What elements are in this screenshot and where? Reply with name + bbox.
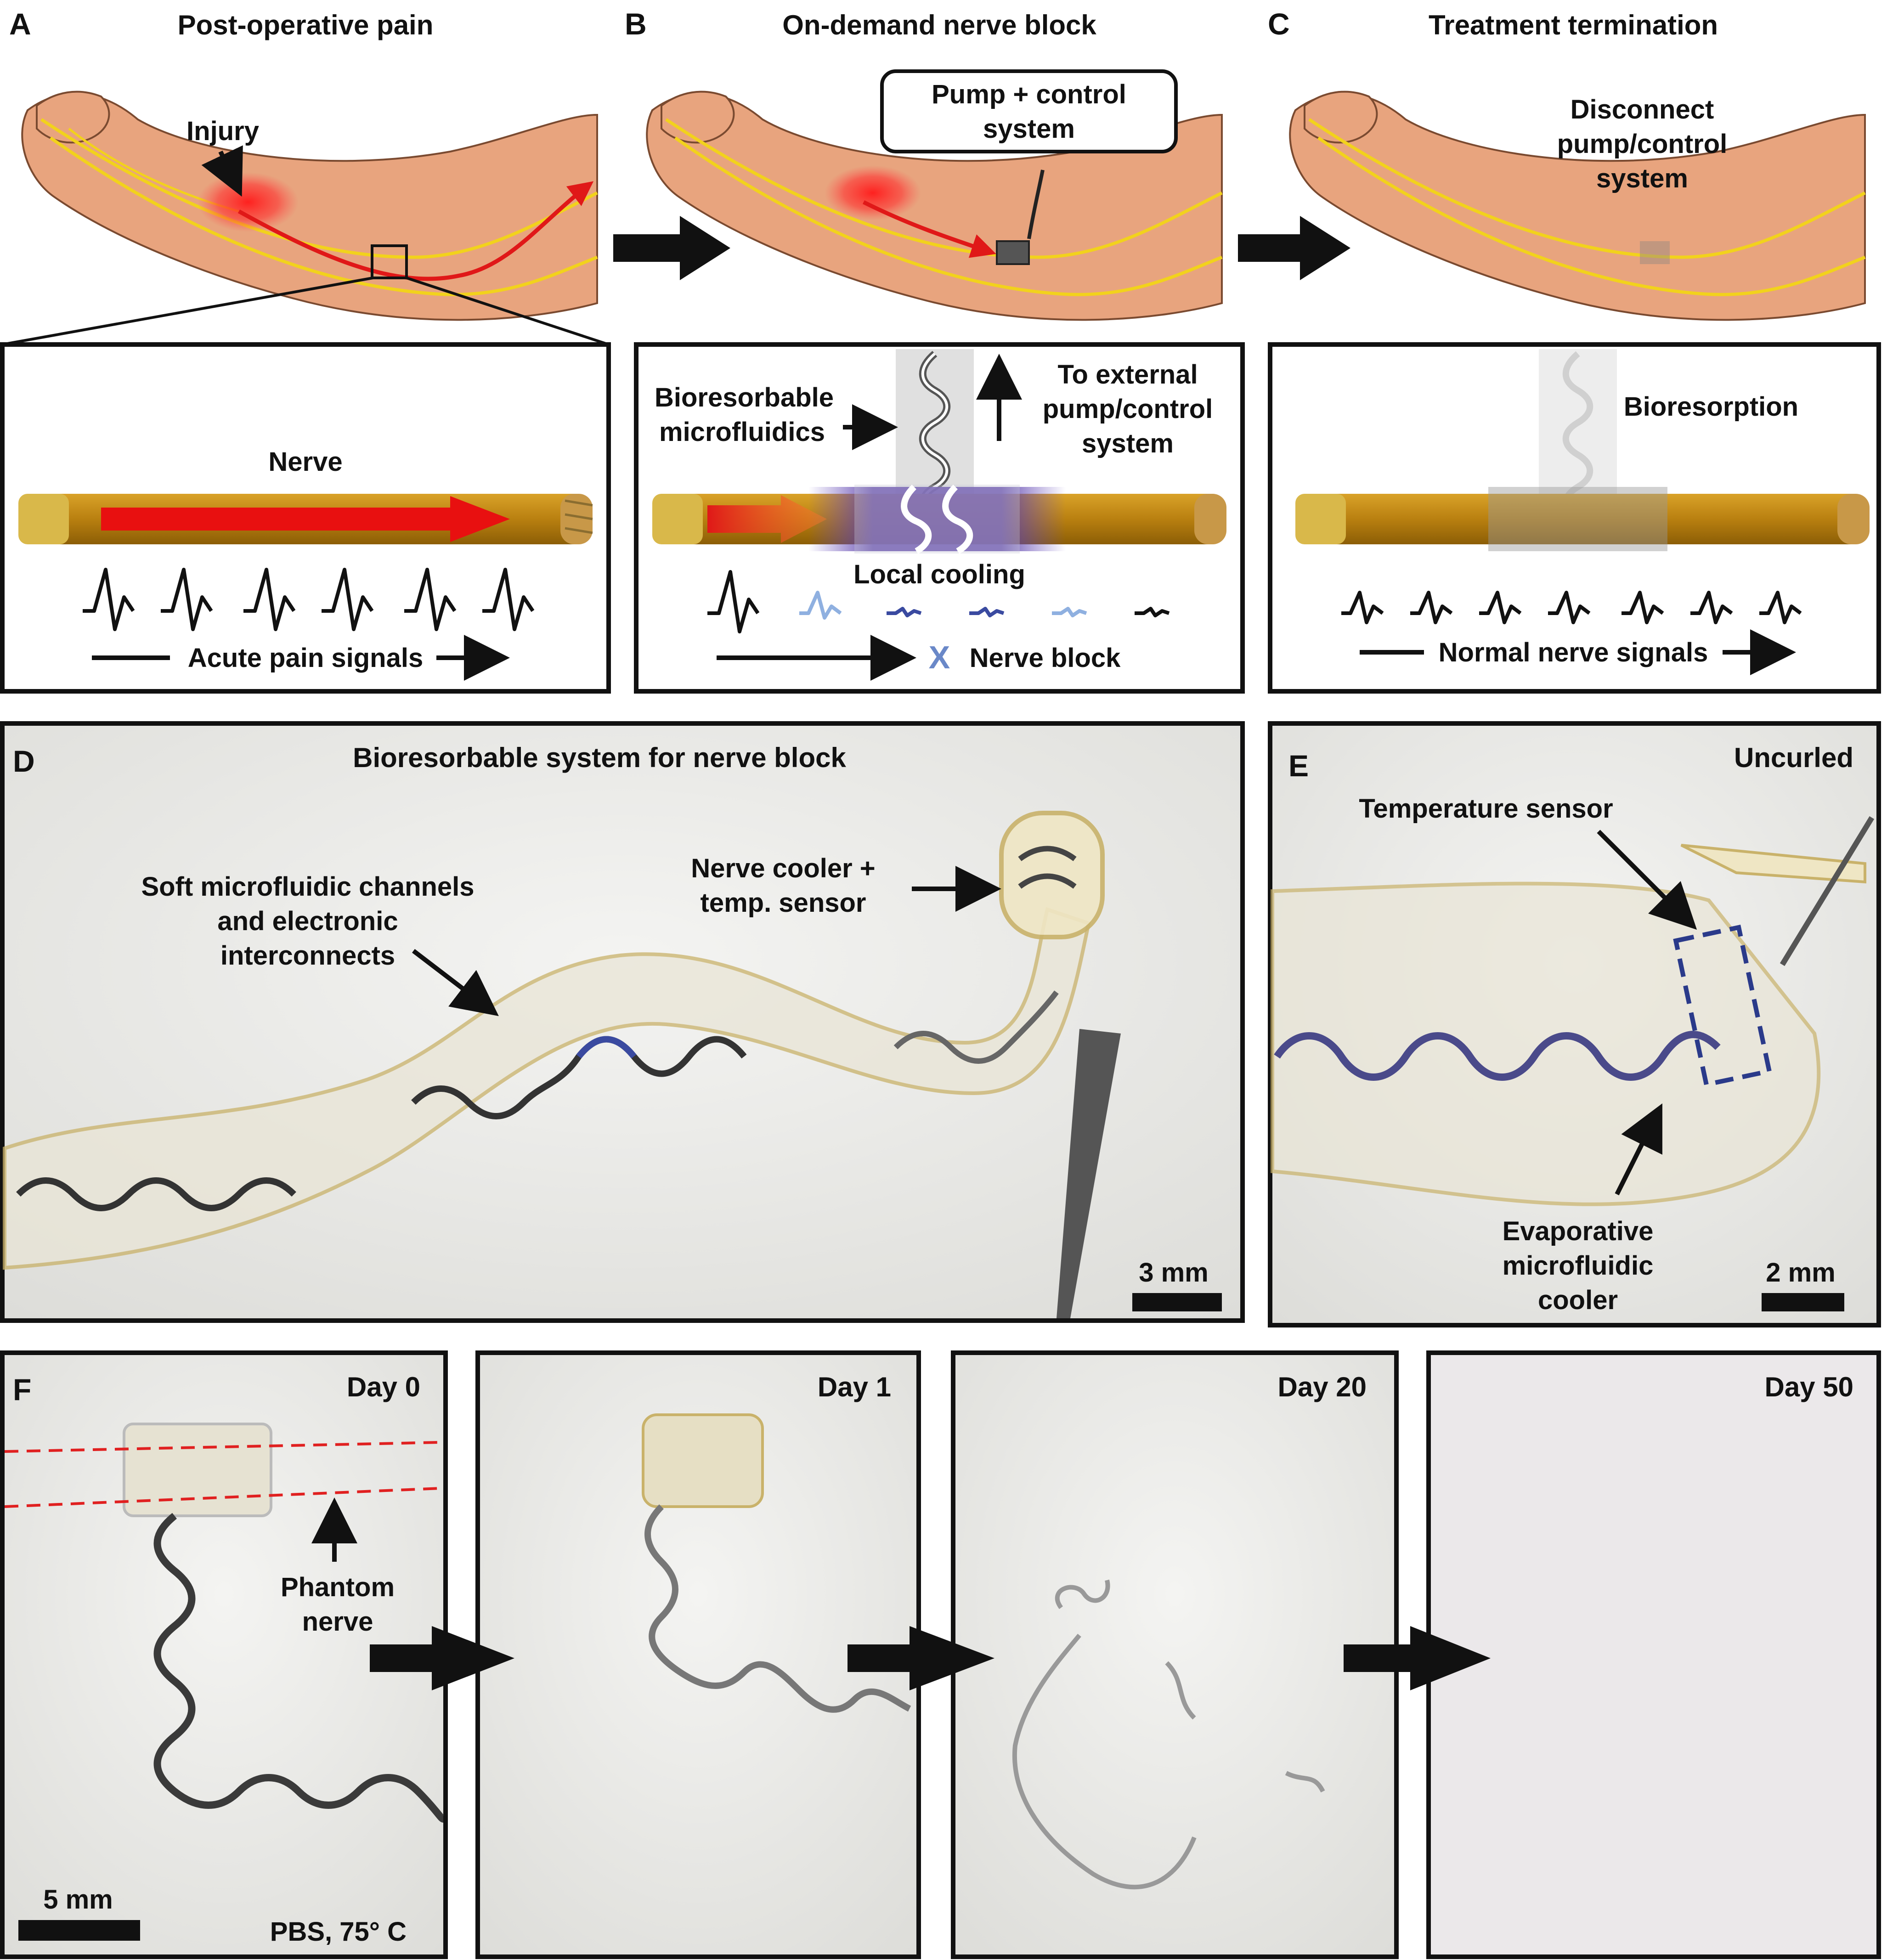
panel-f-day50-photo <box>1426 1350 1881 1959</box>
injury-arrow <box>201 145 243 197</box>
day1-label: Day 1 <box>818 1372 891 1402</box>
normal-signals-c <box>1341 591 1802 624</box>
panel-d-letter: D <box>13 744 35 778</box>
arrow-day20-day50 <box>1344 1626 1491 1690</box>
day0-label: Day 0 <box>347 1372 420 1402</box>
panel-e-title: Uncurled <box>1734 742 1853 773</box>
injury-label: Injury <box>186 116 259 146</box>
normal-signals-label: Normal nerve signals <box>1439 638 1708 667</box>
pump-label-line2: system <box>983 114 1075 144</box>
temp-sensor-highlight <box>1673 925 1772 1087</box>
day50-label: Day 50 <box>1765 1372 1853 1402</box>
panel-d: D Bioresorbable system for nerve block S… <box>0 721 1245 1323</box>
panel-f-letter: F <box>13 1373 31 1406</box>
evap-cooler-line2: microfluidic <box>1503 1251 1654 1281</box>
nerve-bundle-c <box>1295 487 1870 551</box>
scale-label-f: 5 mm <box>43 1885 113 1915</box>
evap-cooler-arrow <box>1615 1103 1662 1196</box>
panel-e-letter: E <box>1288 749 1309 783</box>
device-day20 <box>1012 1579 1325 1890</box>
microfluidics-label-line2: microfluidics <box>659 417 825 447</box>
scale-bar-e <box>1762 1293 1844 1311</box>
panel-b: B On-demand nerve block Pump + control s… <box>625 7 1245 694</box>
panel-a-title: Post-operative pain <box>178 10 434 40</box>
channels-label-line2: and electronic <box>217 906 398 936</box>
nerve-bundle-b <box>652 485 1226 554</box>
panel-f: F Day 0 Phantom nerve 5 mm PBS, 75° C Da… <box>0 1350 1881 1959</box>
pain-signals-a <box>83 568 535 631</box>
panel-c: C Treatment termination Disconnect pump/… <box>1268 7 1881 694</box>
panel-c-title: Treatment termination <box>1429 10 1718 40</box>
zoom-box-a <box>371 244 408 279</box>
nerve-block-label: Nerve block <box>970 643 1121 673</box>
panel-a: A Post-operative pain Injury Nerve <box>0 7 611 694</box>
disconnect-line2: pump/control <box>1557 129 1728 159</box>
phantom-nerve-line2: nerve <box>302 1607 373 1637</box>
arm-illustration-a <box>2 90 609 346</box>
arm-illustration-c <box>1289 90 1866 321</box>
temp-sensor-arrow <box>1597 830 1697 930</box>
block-x-mark: X <box>929 639 950 675</box>
transition-arrow-ab <box>613 216 730 280</box>
panel-d-title: Bioresorbable system for nerve block <box>353 742 846 773</box>
panel-b-letter: B <box>625 7 647 41</box>
implant-device-c <box>1640 241 1670 264</box>
condition-label: PBS, 75° C <box>270 1917 407 1947</box>
temp-sensor-label: Temperature sensor <box>1359 794 1613 824</box>
device-ribbon-d <box>3 811 1121 1318</box>
external-label-line3: system <box>1082 429 1174 458</box>
panel-e: E Uncurled Temperature sensor Evaporativ… <box>1268 721 1881 1327</box>
disconnect-line3: system <box>1596 164 1688 193</box>
panel-a-letter: A <box>9 7 31 41</box>
arm-illustration-b <box>646 90 1223 321</box>
day20-label: Day 20 <box>1278 1372 1367 1402</box>
scale-label-e: 2 mm <box>1766 1258 1836 1288</box>
device-strip-e <box>1271 816 1875 1206</box>
panel-c-letter: C <box>1268 7 1290 41</box>
nerve-label: Nerve <box>268 447 342 477</box>
implant-device-b <box>996 240 1030 265</box>
external-label-line2: pump/control <box>1043 394 1213 424</box>
microfluidics-label-line1: Bioresorbable <box>655 383 834 412</box>
cooler-label-line2: temp. sensor <box>701 888 866 918</box>
channels-arrow <box>412 949 499 1017</box>
pump-label-line1: Pump + control <box>932 79 1126 109</box>
local-cooling-label: Local cooling <box>853 559 1025 589</box>
blocked-signals-b <box>707 570 1170 633</box>
acute-pain-label: Acute pain signals <box>188 643 423 673</box>
scale-bar-f <box>18 1920 140 1941</box>
transition-arrow-bc <box>1238 216 1350 280</box>
cooler-label-line1: Nerve cooler + <box>691 853 875 883</box>
injury-glow <box>198 172 299 232</box>
bioresorption-label: Bioresorption <box>1624 392 1798 422</box>
disconnect-line1: Disconnect <box>1571 95 1714 124</box>
channels-label-line1: Soft microfluidic channels <box>141 872 474 902</box>
device-day0 <box>4 1423 445 1823</box>
external-label-line1: To external <box>1057 360 1198 390</box>
pump-control-box[interactable] <box>880 69 1178 153</box>
panel-b-title: On-demand nerve block <box>782 10 1096 40</box>
device-day1 <box>642 1413 911 1713</box>
scale-bar-d <box>1132 1293 1222 1311</box>
arrow-day0-day1 <box>370 1626 514 1690</box>
evap-cooler-line1: Evaporative <box>1503 1216 1654 1246</box>
nerve-bundle-a <box>18 494 593 544</box>
scale-label-d: 3 mm <box>1139 1258 1209 1288</box>
channels-label-line3: interconnects <box>220 941 395 971</box>
evap-cooler-line3: cooler <box>1538 1285 1618 1315</box>
arrow-day1-day20 <box>847 1626 994 1690</box>
phantom-nerve-line1: Phantom <box>281 1572 395 1602</box>
